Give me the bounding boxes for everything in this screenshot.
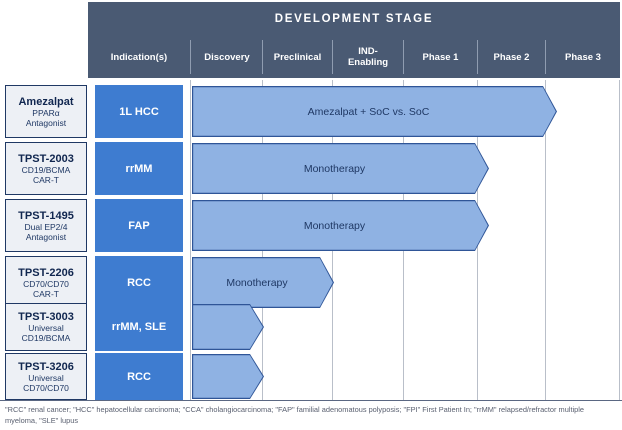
grid-line-phase-2 <box>545 80 546 400</box>
column-header-preclinical: Preclinical <box>273 51 322 63</box>
product-name: TPST-2003 <box>18 152 74 165</box>
indication-box-tpst-3003[interactable]: rrMM, SLE <box>95 303 183 351</box>
product-box-tpst-2206[interactable]: TPST-2206 CD70/CD70 CAR-T <box>5 256 87 309</box>
product-sub2: CD70/CD70 <box>23 382 69 393</box>
product-sub1: PPARα <box>32 107 60 118</box>
header-divider <box>332 40 333 74</box>
header-divider <box>190 40 191 74</box>
product-box-tpst-3206[interactable]: TPST-3206 Universal CD70/CD70 <box>5 353 87 400</box>
bar-label <box>192 304 264 350</box>
product-box-amezalpat[interactable]: Amezalpat PPARα Antagonist <box>5 85 87 138</box>
indication-label: rrMM <box>125 162 153 175</box>
body-bottom-border <box>0 400 622 401</box>
indication-label: RCC <box>127 276 151 289</box>
indication-box-amezalpat[interactable]: 1L HCC <box>95 85 183 138</box>
footnote: "RCC" renal cancer; "HCC" hepatocellular… <box>5 405 585 425</box>
grid-line-right-edge <box>619 80 620 400</box>
product-name: Amezalpat <box>18 95 74 108</box>
bar-fill <box>193 87 556 136</box>
column-header-phase-3: Phase 3 <box>565 51 601 63</box>
column-header-discovery: Discovery <box>204 51 250 63</box>
progress-bar-amezalpat[interactable]: Amezalpat + SoC vs. SoC <box>192 86 557 137</box>
indication-box-tpst-2003[interactable]: rrMM <box>95 142 183 195</box>
product-sub2: Antagonist <box>25 117 67 128</box>
product-sub1: Universal <box>28 372 64 383</box>
bar-fill <box>193 144 488 193</box>
column-header-phase-1: Phase 1 <box>422 51 459 63</box>
product-name: TPST-3003 <box>18 311 74 323</box>
header-divider <box>403 40 404 74</box>
product-sub2: Antagonist <box>25 231 67 242</box>
product-sub1: Dual EP2/4 <box>24 221 68 232</box>
product-name: TPST-1495 <box>18 209 74 222</box>
bar-label: Amezalpat + SoC vs. SoC <box>307 105 430 118</box>
product-sub1: CD19/BCMA <box>21 164 71 175</box>
bar-label: Monotherapy <box>303 219 366 232</box>
column-header-indication: Indication(s) <box>110 51 168 63</box>
grid-line-indication <box>190 80 191 400</box>
bar-fill <box>193 305 263 349</box>
header-divider <box>545 40 546 74</box>
progress-bar-tpst-2003[interactable]: Monotherapy <box>192 143 489 194</box>
product-box-tpst-1495[interactable]: TPST-1495 Dual EP2/4 Antagonist <box>5 199 87 252</box>
progress-bar-tpst-1495[interactable]: Monotherapy <box>192 200 489 251</box>
product-name: TPST-3206 <box>18 360 74 373</box>
product-box-tpst-2003[interactable]: TPST-2003 CD19/BCMA CAR-T <box>5 142 87 195</box>
product-name: TPST-2206 <box>18 266 74 279</box>
product-sub2: CAR-T <box>33 288 59 299</box>
product-box-tpst-3003[interactable]: TPST-3003 Universal CD19/BCMA <box>5 303 87 351</box>
column-header-phase-2: Phase 2 <box>493 51 530 63</box>
progress-bar-tpst-2206[interactable]: Monotherapy <box>192 257 334 308</box>
product-sub1: Universal <box>28 323 64 333</box>
header-title: DEVELOPMENT STAGE <box>274 13 434 25</box>
product-sub1: CD70/CD70 <box>23 278 69 289</box>
bar-label: Monotherapy <box>226 276 288 289</box>
product-sub2: CD19/BCMA <box>21 333 71 343</box>
indication-label: RCC <box>127 370 151 383</box>
indication-label: 1L HCC <box>119 105 159 118</box>
indication-box-tpst-1495[interactable]: FAP <box>95 199 183 252</box>
indication-label: FAP <box>128 219 150 232</box>
indication-label: rrMM, SLE <box>111 321 167 333</box>
header-band <box>88 2 620 78</box>
progress-bar-tpst-3003[interactable] <box>192 304 264 350</box>
header-divider <box>262 40 263 74</box>
bar-fill <box>193 201 488 250</box>
indication-box-tpst-3206[interactable]: RCC <box>95 353 183 400</box>
product-sub2: CAR-T <box>33 174 59 185</box>
progress-bar-tpst-3206[interactable] <box>192 354 264 399</box>
bar-fill <box>193 355 263 398</box>
bar-fill <box>193 258 333 307</box>
column-header-ind-enabling: IND- Enabling <box>347 46 389 68</box>
indication-box-tpst-2206[interactable]: RCC <box>95 256 183 309</box>
bar-label: Monotherapy <box>303 162 366 175</box>
bar-label <box>192 354 264 399</box>
header-divider <box>477 40 478 74</box>
